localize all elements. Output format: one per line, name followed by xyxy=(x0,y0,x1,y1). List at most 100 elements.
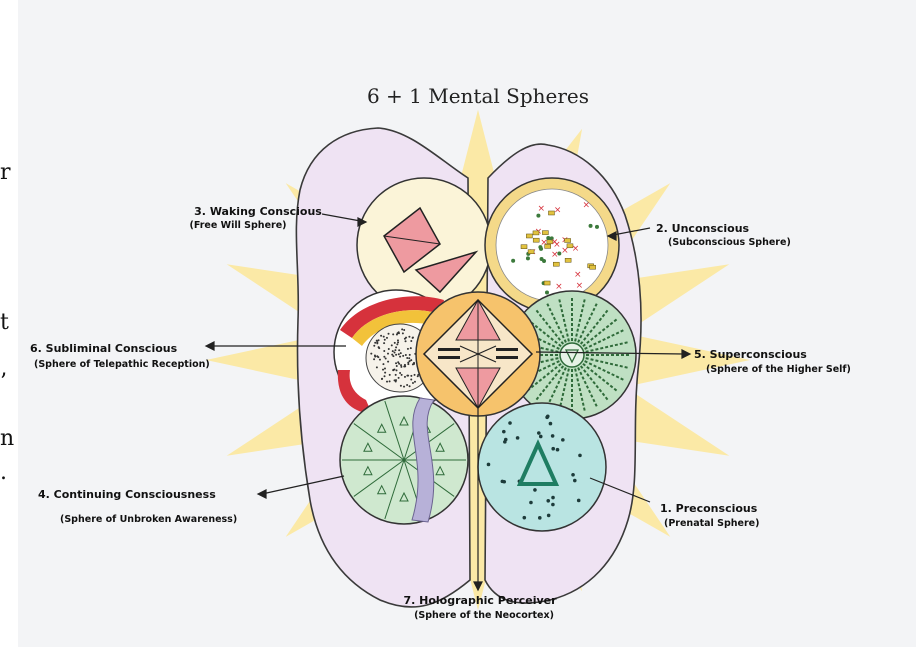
texture-dot xyxy=(399,372,401,374)
texture-dot xyxy=(414,374,416,376)
texture-dot xyxy=(406,357,408,359)
texture-dot xyxy=(397,341,399,343)
texture-dot xyxy=(407,363,409,365)
texture-dot xyxy=(398,349,400,351)
texture-dot xyxy=(561,438,565,442)
symbol-mark xyxy=(546,236,550,240)
texture-dot xyxy=(508,421,512,425)
texture-dot xyxy=(538,516,542,520)
texture-dot xyxy=(383,336,385,338)
texture-dot xyxy=(551,496,555,500)
texture-dot xyxy=(412,363,414,365)
symbol-mark xyxy=(538,245,542,249)
sphere-unconscious: ××××××××××××××× xyxy=(485,178,619,312)
texture-dot xyxy=(537,431,541,435)
texture-dot xyxy=(410,375,412,377)
texture-dot xyxy=(410,379,412,381)
sphere-subtitle: (Prenatal Sphere) xyxy=(664,518,759,529)
texture-dot xyxy=(396,365,398,367)
texture-dot xyxy=(539,435,543,439)
texture-dot xyxy=(409,385,411,387)
texture-dot xyxy=(400,385,402,387)
sphere-preconscious xyxy=(478,403,606,531)
texture-dot xyxy=(410,340,412,342)
texture-dot xyxy=(404,338,406,340)
texture-dot xyxy=(383,356,385,358)
texture-dot xyxy=(546,499,550,503)
symbol-mark xyxy=(544,281,550,285)
texture-dot xyxy=(382,369,384,371)
texture-dot xyxy=(389,380,391,382)
texture-dot xyxy=(578,454,582,458)
texture-dot xyxy=(397,339,399,341)
label-preconscious: 1. Preconscious (Prenatal Sphere) xyxy=(660,502,759,529)
texture-dot xyxy=(382,363,384,365)
texture-dot xyxy=(373,345,375,347)
texture-dot xyxy=(395,346,397,348)
symbol-mark xyxy=(533,231,539,235)
texture-dot xyxy=(556,448,560,452)
texture-dot xyxy=(523,516,527,520)
symbol-mark xyxy=(567,244,573,248)
texture-dot xyxy=(404,364,406,366)
texture-dot xyxy=(502,430,506,434)
symbol-mark xyxy=(545,291,549,295)
texture-dot xyxy=(384,368,386,370)
texture-dot xyxy=(383,342,385,344)
texture-dot xyxy=(401,328,403,330)
texture-dot xyxy=(551,503,555,507)
symbol-mark xyxy=(545,244,551,248)
symbol-mark xyxy=(590,265,596,269)
texture-dot xyxy=(398,363,400,365)
symbol-mark: × xyxy=(576,281,584,291)
texture-dot xyxy=(394,342,396,344)
symbol-mark xyxy=(595,225,599,229)
texture-dot xyxy=(533,488,537,492)
symbol-mark: × xyxy=(551,238,559,248)
texture-dot xyxy=(398,353,400,355)
label-unconscious: 2. Unconscious (Subconscious Sphere) xyxy=(656,222,791,248)
sphere-name: 5. Superconscious xyxy=(694,348,807,361)
texture-dot xyxy=(384,339,386,341)
texture-dot xyxy=(388,333,390,335)
texture-dot xyxy=(403,386,405,388)
texture-dot xyxy=(381,378,383,380)
texture-dot xyxy=(405,340,407,342)
texture-dot xyxy=(396,369,398,371)
texture-dot xyxy=(504,438,508,442)
texture-dot xyxy=(394,379,396,381)
texture-dot xyxy=(516,436,520,440)
texture-dot xyxy=(376,342,378,344)
texture-dot xyxy=(412,336,414,338)
texture-dot xyxy=(546,415,550,419)
texture-dot xyxy=(387,353,389,355)
texture-dot xyxy=(384,372,386,374)
texture-dot xyxy=(399,356,401,358)
texture-dot xyxy=(573,479,577,483)
texture-dot xyxy=(383,350,385,352)
texture-dot xyxy=(392,369,394,371)
symbol-mark xyxy=(542,231,548,235)
texture-dot xyxy=(410,359,412,361)
texture-dot xyxy=(370,353,372,355)
symbol-mark xyxy=(526,234,532,238)
texture-dot xyxy=(551,434,555,438)
symbol-mark xyxy=(528,250,534,254)
sphere-subtitle: (Sphere of the Higher Self) xyxy=(706,364,851,375)
sphere-subtitle: (Sphere of Telepathic Reception) xyxy=(34,359,210,370)
texture-dot xyxy=(403,329,405,331)
texture-dot xyxy=(395,362,397,364)
texture-dot xyxy=(374,342,376,344)
texture-dot xyxy=(386,381,388,383)
label-subliminal-conscious: 6. Subliminal Conscious (Sphere of Telep… xyxy=(30,342,210,370)
texture-dot xyxy=(408,336,410,338)
sphere-name: 6. Subliminal Conscious xyxy=(30,342,178,355)
texture-dot xyxy=(400,352,402,354)
texture-dot xyxy=(551,447,555,451)
sphere-subtitle: (Free Will Sphere) xyxy=(190,220,287,231)
texture-dot xyxy=(395,374,397,376)
sphere-name: 2. Unconscious xyxy=(656,222,750,235)
texture-dot xyxy=(391,344,393,346)
symbol-mark: × xyxy=(538,204,546,214)
